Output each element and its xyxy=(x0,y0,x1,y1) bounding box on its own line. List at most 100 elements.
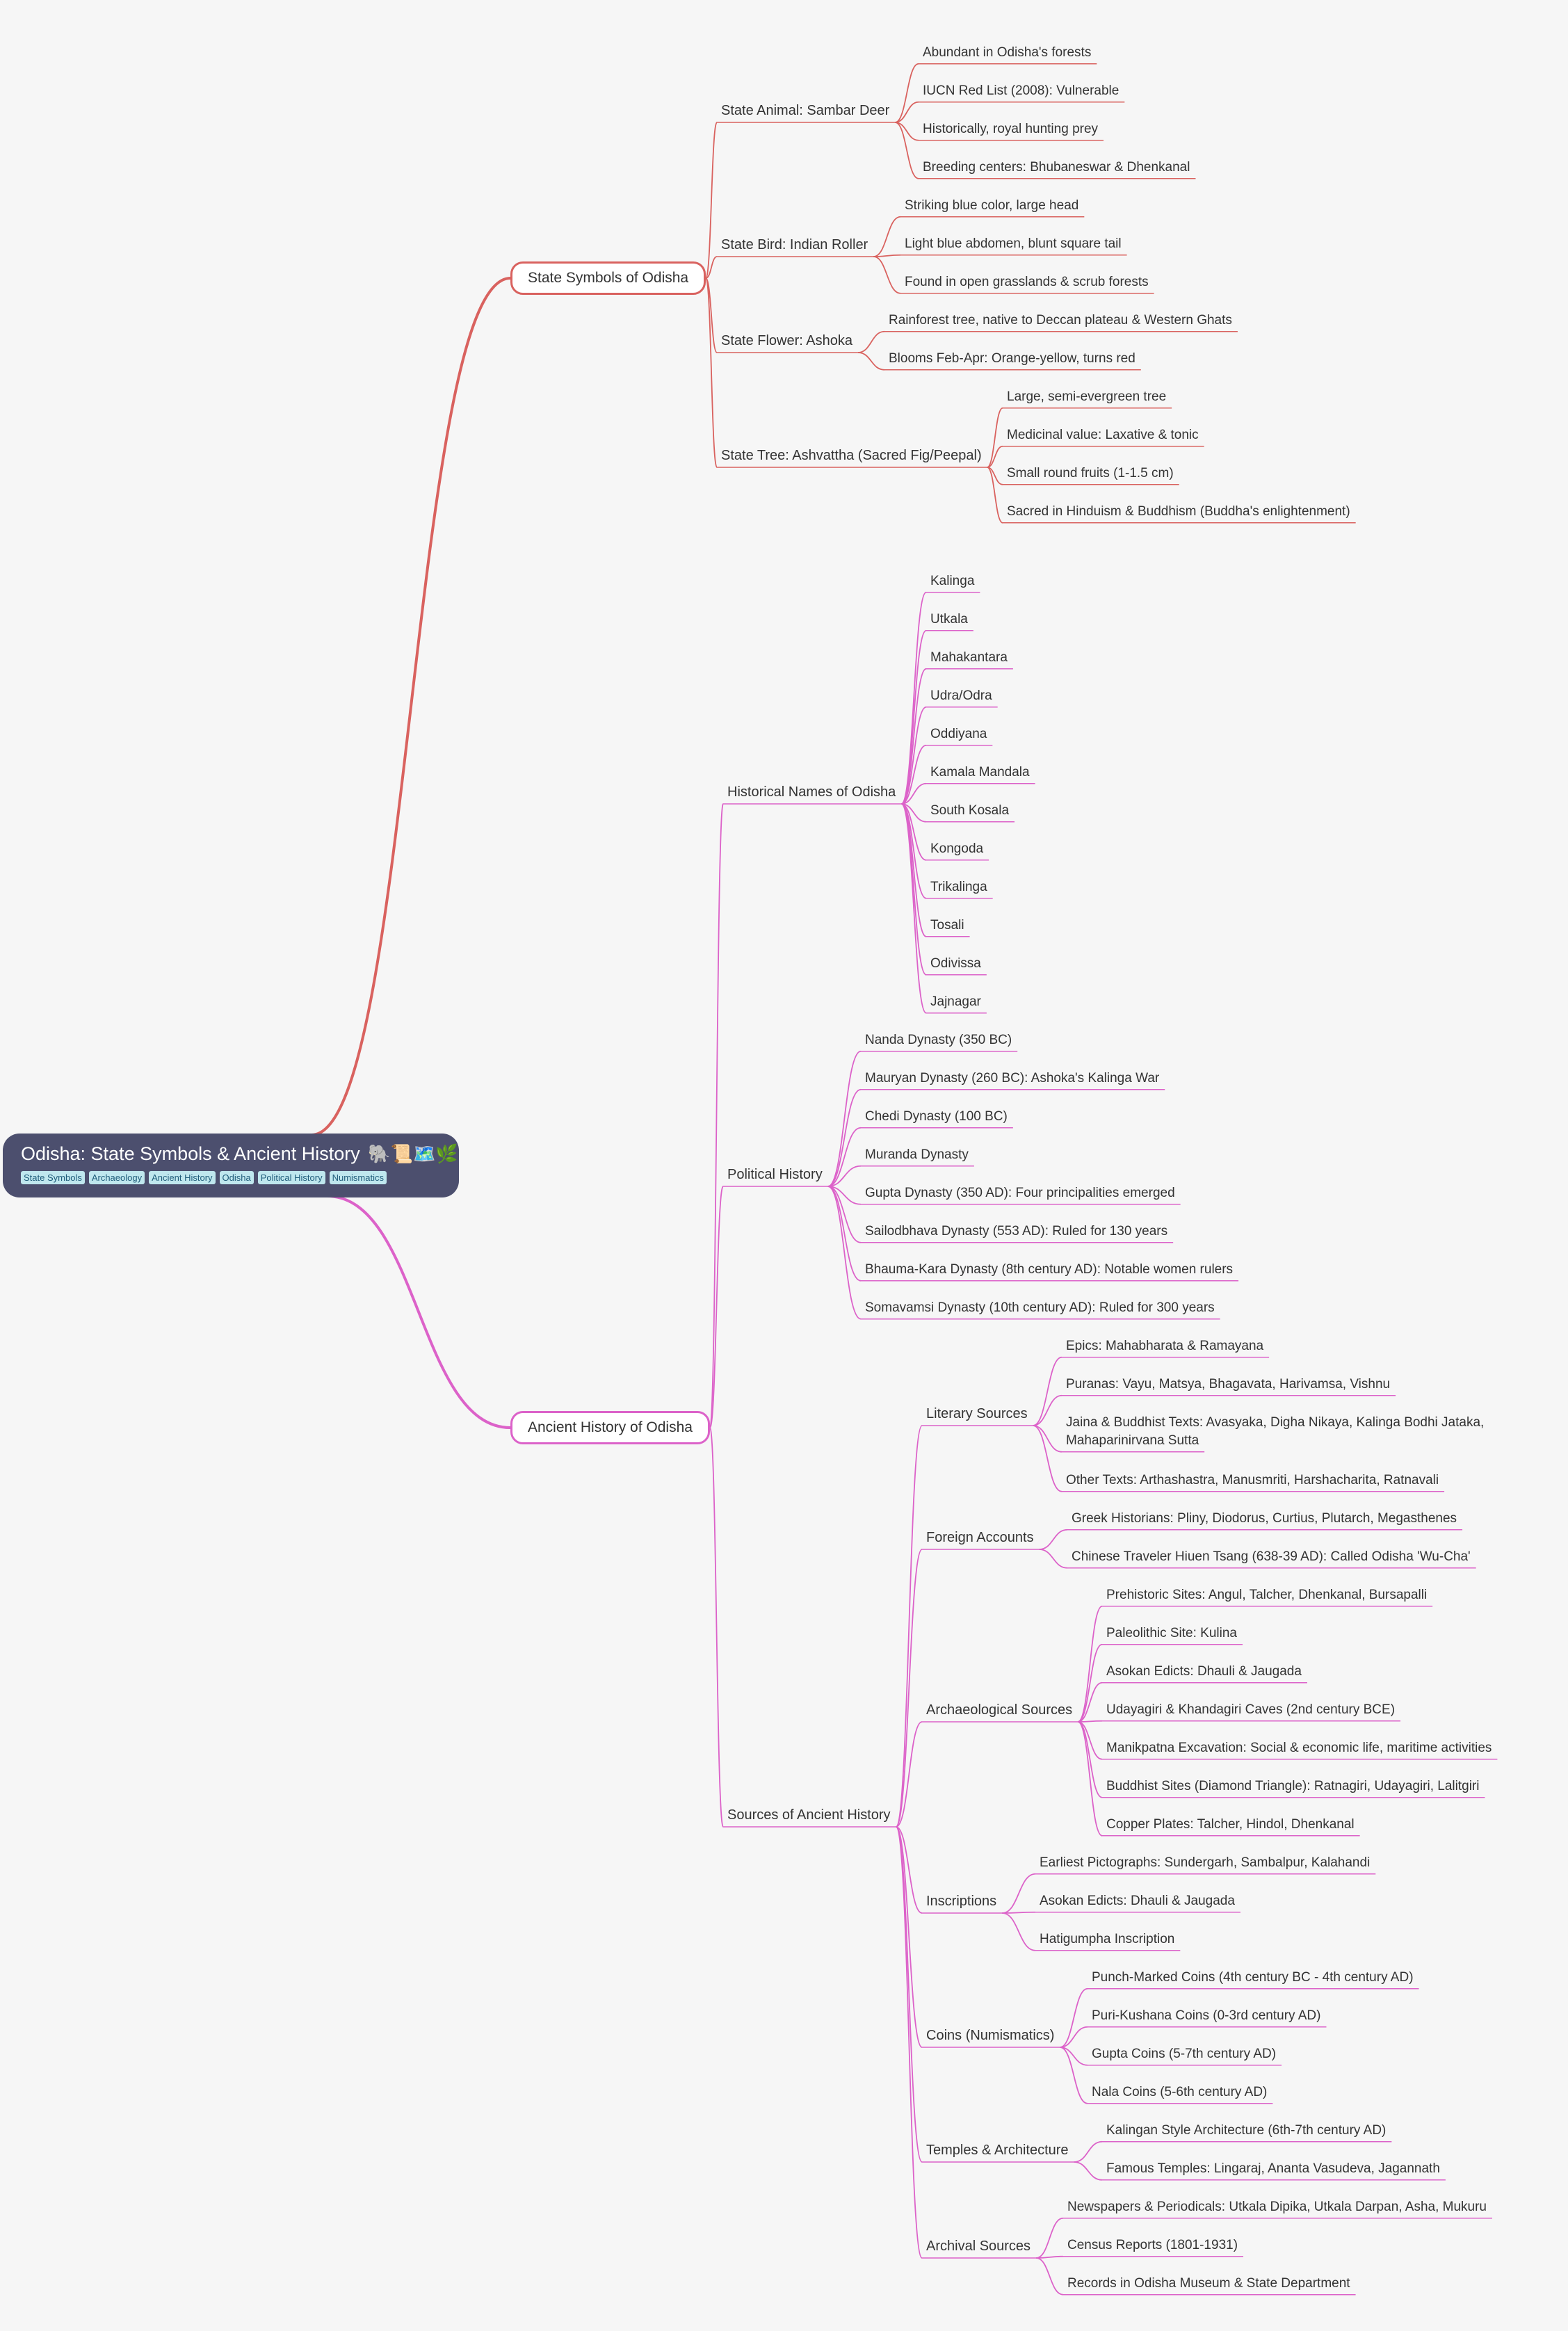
connector-line xyxy=(705,277,718,353)
leaf-node: Mauryan Dynasty (260 BC): Ashoka's Kalin… xyxy=(865,1071,1160,1086)
leaf-node: Kamala Mandala xyxy=(930,765,1030,780)
leaf-node: Census Reports (1801-1931) xyxy=(1067,2238,1238,2252)
connector-line xyxy=(895,1549,923,1828)
tag-odisha[interactable]: Odisha xyxy=(219,1171,254,1184)
connector-line xyxy=(1035,2257,1064,2296)
branch-ancient-history[interactable]: Ancient History of Odisha xyxy=(510,1411,710,1444)
leaf-node: Abundant in Odisha's forests xyxy=(923,45,1092,60)
leaf-node: Bhauma-Kara Dynasty (8th century AD): No… xyxy=(865,1262,1234,1277)
root-node[interactable]: Odisha: State Symbols & Ancient History … xyxy=(3,1134,459,1197)
connector-line xyxy=(1060,2047,1088,2066)
connector-line xyxy=(1077,1643,1103,1723)
connector-line xyxy=(857,352,885,371)
connector-line xyxy=(857,330,885,353)
leaf-node: Puranas: Vayu, Matsya, Bhagavata, Hariva… xyxy=(1066,1377,1391,1392)
connector-line xyxy=(827,1165,862,1187)
connector-line xyxy=(896,1721,923,1828)
group-archaeological-sources[interactable]: Archaeological Sources xyxy=(926,1702,1073,1718)
connector-line xyxy=(873,254,901,257)
leaf-node: Asokan Edicts: Dhauli & Jaugada xyxy=(1106,1664,1302,1679)
leaf-node: Utkala xyxy=(930,612,968,627)
connector-line xyxy=(1033,1394,1062,1426)
leaf-node: Somavamsi Dynasty (10th century AD): Rul… xyxy=(865,1300,1215,1315)
connector-line xyxy=(896,1826,923,1914)
connector-line xyxy=(987,467,1003,485)
connector-line xyxy=(1002,1912,1036,1951)
connector-line xyxy=(895,1826,923,2163)
leaf-node: Asokan Edicts: Dhauli & Jaugada xyxy=(1040,1894,1235,1908)
group-foreign-accounts[interactable]: Foreign Accounts xyxy=(926,1530,1034,1545)
leaf-node: Blooms Feb-Apr: Orange-yellow, turns red xyxy=(889,351,1135,366)
tag-political-history[interactable]: Political History xyxy=(257,1171,325,1184)
connector-line xyxy=(1060,1987,1088,2048)
leaf-node: Chedi Dynasty (100 BC) xyxy=(865,1109,1008,1124)
group-temples[interactable]: Temples & Architecture xyxy=(926,2143,1069,2158)
subbranch-historical-names[interactable]: Historical Names of Odisha xyxy=(727,784,896,800)
leaf-node: Buddhist Sites (Diamond Triangle): Ratna… xyxy=(1106,1779,1480,1793)
connector-line xyxy=(900,803,927,899)
leaf-node: Famous Temples: Lingaraj, Ananta Vasudev… xyxy=(1106,2161,1440,2176)
leaf-node: Puri-Kushana Coins (0-3rd century AD) xyxy=(1092,2008,1321,2023)
connector-line xyxy=(900,629,927,805)
leaf-node: Prehistoric Sites: Angul, Talcher, Dhenk… xyxy=(1106,1588,1428,1602)
tag-state-symbols[interactable]: State Symbols xyxy=(21,1171,85,1184)
group-coins[interactable]: Coins (Numismatics) xyxy=(926,2028,1055,2043)
leaf-node: Chinese Traveler Hiuen Tsang (638-39 AD)… xyxy=(1072,1549,1471,1564)
subbranch-state-bird[interactable]: State Bird: Indian Roller xyxy=(721,237,868,252)
connector-line xyxy=(1033,1425,1062,1453)
connector-line xyxy=(827,1186,862,1205)
leaf-node: Sailodbhava Dynasty (553 AD): Ruled for … xyxy=(865,1224,1168,1239)
tag-archaeology[interactable]: Archaeology xyxy=(88,1171,145,1184)
group-inscriptions[interactable]: Inscriptions xyxy=(926,1894,997,1909)
connector-line xyxy=(709,1186,724,1428)
connector-line xyxy=(900,706,927,805)
leaf-node: Gupta Dynasty (350 AD): Four principalit… xyxy=(865,1186,1175,1200)
leaf-node: Sacred in Hinduism & Buddhism (Buddha's … xyxy=(1007,504,1350,519)
leaf-node: Tosali xyxy=(930,918,964,933)
leaf-node: Found in open grasslands & scrub forests xyxy=(905,275,1149,289)
connector-line xyxy=(1035,2217,1064,2259)
leaf-node: Trikalinga xyxy=(930,880,987,894)
connector-line xyxy=(895,122,919,179)
connector-line xyxy=(1039,1549,1068,1569)
root-title-text: Odisha: State Symbols & Ancient History xyxy=(21,1143,360,1164)
tag-numismatics[interactable]: Numismatics xyxy=(329,1171,387,1184)
connector-line xyxy=(901,782,927,805)
leaf-node: Copper Plates: Talcher, Hindol, Dhenkana… xyxy=(1106,1817,1355,1832)
leaf-node: Oddiyana xyxy=(930,727,987,741)
leaf-node: Jajnagar xyxy=(930,994,981,1009)
leaf-node: Greek Historians: Pliny, Diodorus, Curti… xyxy=(1072,1511,1457,1526)
connector-line xyxy=(1077,1681,1103,1723)
connector-line xyxy=(827,1088,862,1187)
subbranch-political-history[interactable]: Political History xyxy=(727,1167,823,1182)
root-title: Odisha: State Symbols & Ancient History … xyxy=(21,1142,458,1166)
connector-line xyxy=(1002,1873,1036,1914)
connector-line xyxy=(827,1186,862,1243)
connector-line xyxy=(311,277,511,1136)
leaf-node: Punch-Marked Coins (4th century BC - 4th… xyxy=(1092,1970,1414,1985)
subbranch-state-flower[interactable]: State Flower: Ashoka xyxy=(721,333,852,348)
leaf-node: Kalinga xyxy=(930,574,975,588)
subbranch-state-tree[interactable]: State Tree: Ashvattha (Sacred Fig/Peepal… xyxy=(721,448,982,463)
connector-line xyxy=(827,1186,862,1320)
group-archival-sources[interactable]: Archival Sources xyxy=(926,2239,1031,2254)
leaf-node: Large, semi-evergreen tree xyxy=(1007,389,1167,404)
connector-line xyxy=(900,803,927,937)
connector-line xyxy=(1033,1425,1062,1492)
leaf-node: Nanda Dynasty (350 BC) xyxy=(865,1033,1012,1047)
root-emoji-icons: 🐘📜🗺️🌿 xyxy=(368,1143,458,1164)
subbranch-sources[interactable]: Sources of Ancient History xyxy=(727,1807,891,1823)
connector-line xyxy=(900,668,927,805)
subbranch-state-animal[interactable]: State Animal: Sambar Deer xyxy=(721,103,890,118)
branch-state-symbols[interactable]: State Symbols of Odisha xyxy=(510,261,706,295)
connector-line xyxy=(1060,2026,1088,2048)
tag-ancient-history[interactable]: Ancient History xyxy=(149,1171,216,1184)
leaf-node: Earliest Pictographs: Sundergarh, Sambal… xyxy=(1040,1855,1371,1870)
group-literary-sources[interactable]: Literary Sources xyxy=(926,1406,1028,1421)
connector-line xyxy=(1077,1721,1103,1760)
leaf-node: Odivissa xyxy=(930,956,981,971)
leaf-node: Striking blue color, large head xyxy=(905,198,1079,213)
leaf-node: Udra/Odra xyxy=(930,688,992,703)
